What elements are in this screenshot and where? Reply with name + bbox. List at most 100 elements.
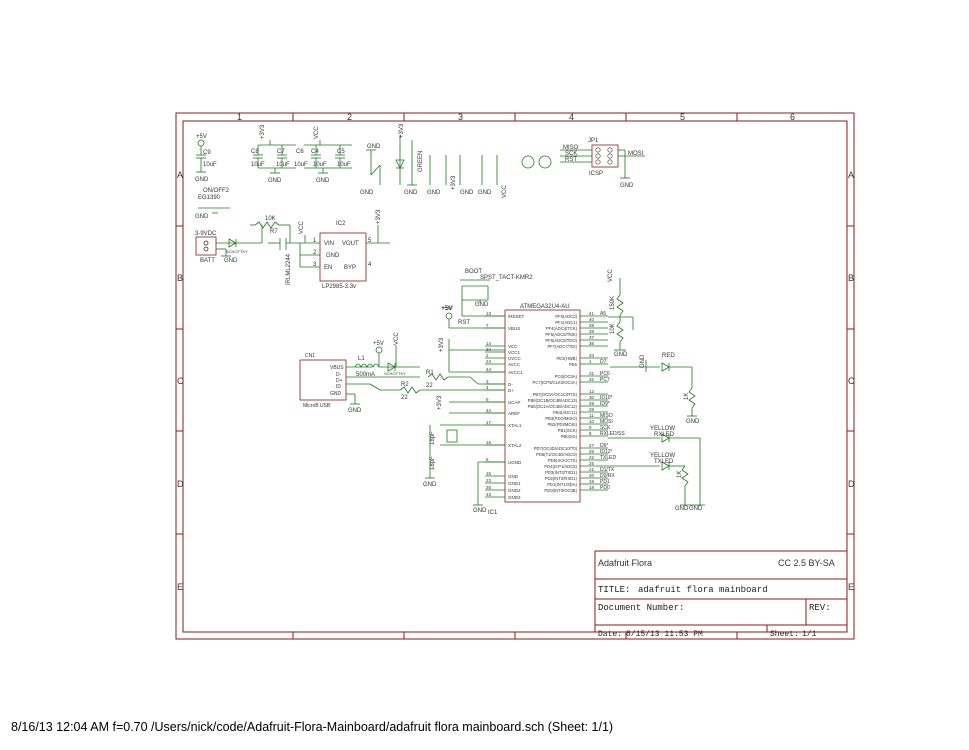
mcu-pin-name: D- [508,382,513,387]
usb-pin: VBUS [330,365,344,371]
company-name: Adafruit Flora [598,558,652,568]
mcu-net-label: RXLED/SS [600,431,625,437]
mcu-ref: IC1 [488,510,498,516]
col-label: 1 [237,112,242,122]
reg-pin: VOUT [342,241,359,247]
mcu-pin-name: GND1 [508,481,521,486]
power-led-area [366,135,552,186]
gnd-label: GND [675,506,689,512]
row-label: B [177,273,183,283]
cap-ref: C9 [203,150,211,156]
mcu-pin-name: PF1(ADC1) [555,320,577,325]
mcu-pin-num: 11 [589,413,594,418]
icsp-pin-label: MISO [563,145,579,151]
mcu-pin-name: UCAP [508,400,521,405]
gnd-label: GND [640,354,646,368]
cap-value: 10uF [251,162,265,168]
boot-label: BOOT [465,269,482,275]
mcu-pin-num: 30 [589,395,595,400]
mcu-pin-name: PF7(ADC7/TDI) [547,344,577,349]
mcu-pin-name: PD6(T1/OC4D/ADC9) [536,452,578,457]
net-label: +3V3 [451,175,457,190]
decoupling-caps [196,139,352,174]
row-label: E [848,582,854,592]
row-label: C [177,376,184,386]
mcu-left-pins: 13/RESET7VBUS14VCC34VCC12UVCC24AVCC44AVC… [485,311,525,500]
mcu-net-label: A5 [600,311,606,317]
mcu-net-label: ID9* [600,401,610,407]
mcu-pin-num: 43 [486,492,492,497]
mcu-pin-num: 27 [589,443,595,448]
mcu-pin-num: 18 [589,485,595,490]
mcu-pin-num: 14 [486,341,492,346]
mcu-net-label: MOSI [600,419,613,425]
mcu-pin-num: 28 [589,407,595,412]
net-label: VCC [502,185,508,198]
mcu-pin-name: PB0(SS) [561,434,578,439]
cap-ref: C8 [251,149,259,155]
reg-pin-num: 2 [313,250,317,256]
mcu-pin-name: PB3(PDO/MISO) [545,416,577,421]
reg-pin-num: 5 [368,238,372,244]
reg-pin: VIN [324,241,334,247]
mcu-pin-num: 38 [589,329,595,334]
icsp-pin-label: SCK [565,151,577,157]
cap-value: 10uF [203,162,217,168]
reg-pin-num: 1 [313,238,317,244]
row-label: D [177,479,184,489]
r-val: 1K [677,471,683,478]
xtal-cap-val: 18pF [430,456,436,470]
icsp-ref: JP1 [588,138,599,144]
mcu-pin-name: PB1(SCK) [558,428,578,433]
mcu-pin-name: PE6 [569,362,578,367]
r-val: 150K [610,296,616,310]
sheet-value: 1/1 [802,630,817,639]
mcu-pin-name: VBUS [508,326,520,331]
mcu-pin-num: 44 [486,367,492,372]
mcu-name: ATMEGA32U4-AU [520,304,570,310]
mcu-pin-name: PD2(INT2/RXD1) [545,476,578,481]
mcu-pin-name: PF6(ADC6/TDO) [545,338,577,343]
gnd-label: GND [367,144,381,150]
net-label: +5V [442,306,453,312]
icsp-pin-label: MOSI [628,151,644,157]
gnd-label: GND [620,183,634,189]
cap-ref: C7 [277,149,285,155]
mcu-pin-num: 2 [486,353,489,358]
mcu-pin-name: PB4(ADC11) [553,410,577,415]
power-input [195,207,390,282]
mcu-net-label: ID10* [600,395,613,401]
mcu-pin-name: PD7(OC4D/ADC10/T0) [534,446,578,451]
gnd-label: GND [224,258,238,264]
mcu-pin-name: PB7(OC0A/OC1C/RTS) [533,392,578,397]
mcu-pin-num: 23 [486,478,492,483]
net-label: +5V [196,134,207,140]
boot-labels: BOOT SPST_TACT-KMR2 GND +5V RST [442,269,533,326]
mcu-pin-num: 37 [589,335,595,340]
mcu-pin-num: 32 [589,377,595,382]
r-val: 1K [684,393,690,400]
mcu-pin-num: 41 [589,311,595,316]
led-label: RXLED [654,432,675,438]
title-block-text: Adafruit Flora CC 2.5 BY-SA TITLE: adafr… [598,558,835,639]
r2-val: 22 [401,395,408,401]
rev-label: REV: [809,603,831,613]
license: CC 2.5 BY-SA [778,558,835,568]
print-footer: 8/16/13 12:04 AM f=0.70 /Users/nick/code… [11,720,614,734]
gnd-label: GND [473,508,487,514]
mcu-pin-num: 1 [589,359,592,364]
cap-value: 10uF [294,162,308,168]
net-label: +3V3 [376,209,382,224]
date-value: 8/15/13 11:53 PM [626,630,703,639]
usb-pin: ID [336,384,341,390]
gnd-label: GND [423,482,437,488]
decoupling-cap-labels: +5V C9 10uF GND +3V3 VCC C8 C7 C6 C4 C5 … [195,124,351,184]
mcu-pin-num: 22 [589,455,595,460]
mcu-pin-num: 15 [486,471,492,476]
switch-ref: ON/OFF2 [203,188,230,194]
reg-pin-num: 3 [313,262,317,268]
gnd-label: GND [360,190,374,196]
gnd-label: GND [427,190,441,196]
usb-ref: CN1 [305,353,315,359]
gnd-label: GND [316,178,330,184]
